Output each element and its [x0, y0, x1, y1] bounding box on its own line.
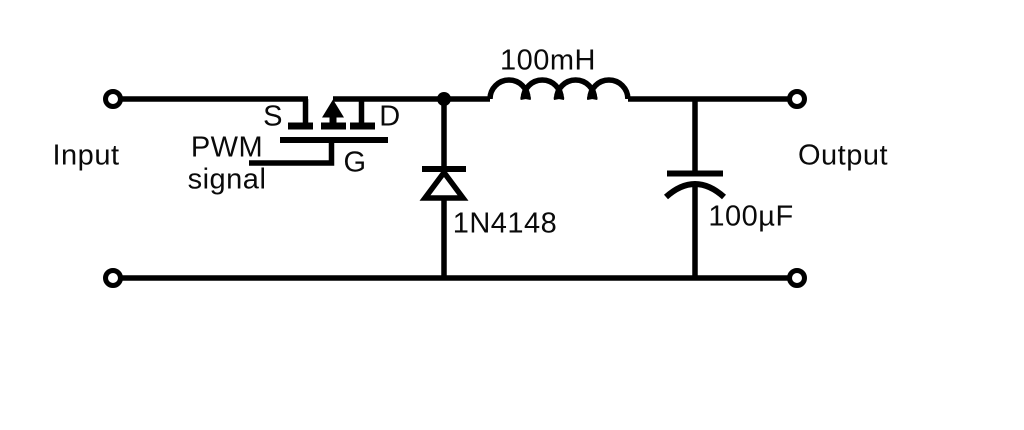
input-label: Input [52, 139, 120, 172]
diode-part-label: 1N4148 [452, 207, 558, 240]
mosfet-symbol [249, 99, 388, 166]
mosfet-body-pad [321, 122, 346, 130]
output-label: Output [797, 139, 889, 172]
mosfet-drain-label: D [379, 100, 401, 133]
capacitor-symbol [663, 99, 727, 278]
output-terminal-top [787, 89, 807, 109]
input-terminal-bottom [103, 268, 123, 288]
input-terminal-top [103, 89, 123, 109]
inductor-symbol [487, 77, 631, 100]
mosfet-source-label: S [263, 100, 283, 133]
pwm-label-line2: signal [187, 163, 267, 196]
diode-triangle [419, 167, 469, 201]
mosfet-gate-label: G [343, 146, 367, 179]
mosfet-body-arrow-head [322, 99, 344, 118]
capacitor-value-label: 100µF [708, 200, 794, 233]
mosfet-gate-bar [280, 137, 388, 143]
pwm-label-line1: PWM [190, 131, 264, 164]
output-terminal-bottom [787, 268, 807, 288]
mosfet-source-pad [288, 122, 313, 130]
inductor-value-label: 100mH [500, 44, 596, 77]
mosfet-drain-pad [350, 122, 375, 130]
diode-symbol [419, 99, 469, 278]
pwm-gate-wire [249, 143, 335, 166]
